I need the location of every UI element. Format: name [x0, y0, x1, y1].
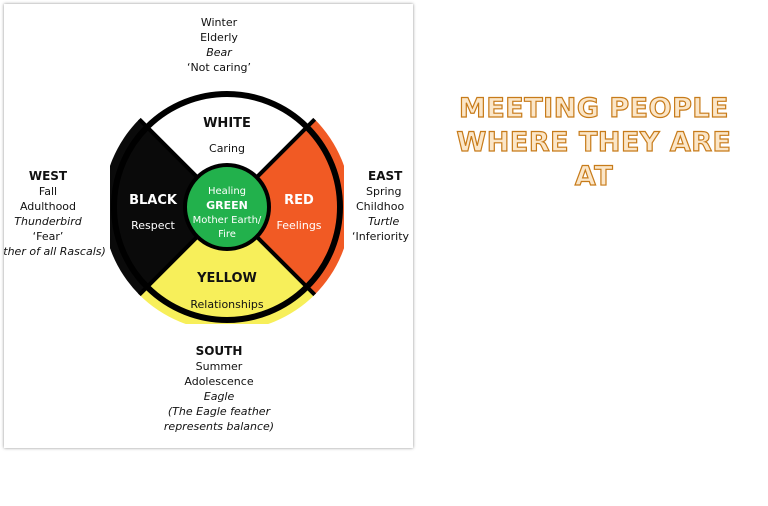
green-line-2: Fire [218, 229, 236, 240]
west-stage: Adulthood [19, 200, 77, 213]
green-line-1: Mother Earth/ [193, 215, 262, 226]
medicine-wheel-panel: Winter Elderly Bear ‘Not caring’ WEST Fa… [4, 4, 413, 448]
black-label: BLACK [129, 193, 178, 208]
south-caption: SOUTH Summer Adolescence Eagle (The Eagl… [154, 344, 284, 434]
north-animal: Bear [206, 46, 232, 59]
white-value: Caring [209, 142, 245, 155]
east-trait: ‘Inferiority [352, 230, 410, 243]
north-season: Winter [200, 16, 238, 29]
south-heading: SOUTH [195, 344, 243, 358]
slide-title-line-3: AT [574, 160, 614, 192]
north-caption: Winter Elderly Bear ‘Not caring’ [154, 15, 284, 75]
white-label: WHITE [203, 116, 251, 131]
east-heading: EAST [368, 169, 403, 183]
black-segment [110, 119, 227, 295]
east-caption: EAST Spring Childhoo Turtle ‘Inferiority [348, 169, 413, 244]
south-stage: Adolescence [184, 375, 254, 388]
medicine-wheel: WHITE Caring RED Feelings YELLOW Relatio… [110, 90, 344, 324]
slide-title: MEETING PEOPLE WHERE THEY ARE AT [452, 92, 736, 194]
north-stage: Elderly [200, 31, 238, 44]
south-animal: Eagle [203, 390, 235, 403]
slide-title-line-1: MEETING PEOPLE [458, 92, 729, 124]
east-animal: Turtle [368, 215, 400, 228]
north-trait: ‘Not caring’ [186, 61, 252, 74]
yellow-label: YELLOW [196, 271, 257, 286]
yellow-value: Relationships [190, 298, 264, 311]
east-season: Spring [366, 185, 402, 198]
west-trait: ‘Fear’ [32, 230, 64, 243]
east-stage: Childhoo [356, 200, 405, 213]
west-heading: WEST [28, 169, 68, 183]
black-value: Respect [131, 219, 175, 232]
south-note-1: (The Eagle feather [167, 405, 271, 418]
south-note-2: represents balance) [163, 420, 275, 433]
white-segment [139, 90, 315, 207]
red-segment [227, 119, 344, 295]
west-animal: Thunderbird [14, 215, 82, 228]
west-caption: WEST Fall Adulthood Thunderbird ‘Fear’ F… [4, 169, 108, 259]
south-season: Summer [195, 360, 243, 373]
slide-title-line-2: WHERE THEY ARE [456, 126, 732, 158]
west-note: Father of all Rascals) [4, 245, 106, 258]
red-label: RED [284, 193, 314, 208]
green-center [183, 163, 271, 251]
green-label: GREEN [206, 199, 248, 212]
west-season: Fall [38, 185, 58, 198]
red-value: Feelings [276, 219, 321, 232]
green-top-text: Healing [208, 186, 246, 197]
yellow-segment [139, 207, 315, 324]
